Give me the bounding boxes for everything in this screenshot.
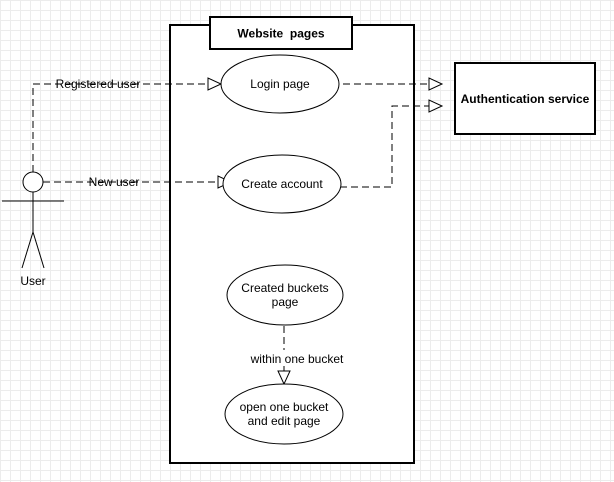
use-case-create-account-label: Create account	[241, 177, 323, 191]
use-case-created-buckets: Created buckets page	[226, 264, 344, 326]
actor-user	[2, 171, 64, 269]
external-system-auth: Authentication service	[454, 62, 596, 135]
edge-create-auth	[340, 105, 429, 188]
external-system-box	[454, 62, 596, 135]
use-case-create-account-ellipse	[222, 154, 342, 214]
edge-label-registered-user: Registered user	[56, 77, 141, 91]
use-case-login-label: Login page	[250, 77, 310, 91]
external-system-label: Authentication service	[461, 92, 590, 106]
actor-left-leg	[21, 231, 34, 269]
use-case-open-bucket-line2: and edit page	[248, 414, 321, 428]
edge-label-new-user: New user	[89, 175, 140, 189]
actor-head	[22, 171, 44, 193]
actor-label: User	[20, 274, 45, 288]
use-case-created-buckets-line2: page	[272, 295, 299, 309]
use-case-open-bucket: open one bucket and edit page	[224, 383, 344, 445]
use-case-open-bucket-ellipse	[224, 383, 344, 445]
system-boundary-title: Website pages	[237, 27, 324, 41]
use-case-login-ellipse	[220, 54, 340, 114]
arrowhead-login	[207, 77, 223, 91]
use-case-create-account: Create account	[222, 154, 342, 214]
use-case-created-buckets-ellipse	[226, 264, 344, 326]
use-case-created-buckets-line1: Created buckets	[241, 281, 328, 295]
edge-registered-user	[32, 83, 208, 172]
edge-label-within-one-bucket: within one bucket	[250, 352, 344, 366]
actor-right-leg	[32, 231, 45, 269]
system-boundary-title-box	[209, 16, 353, 50]
arrowhead-auth-upper	[428, 77, 444, 91]
arrowhead-open-bucket	[277, 370, 291, 386]
use-case-open-bucket-line1: open one bucket	[240, 400, 329, 414]
arrowhead-auth-lower	[428, 99, 444, 113]
use-case-login: Login page	[220, 54, 340, 114]
